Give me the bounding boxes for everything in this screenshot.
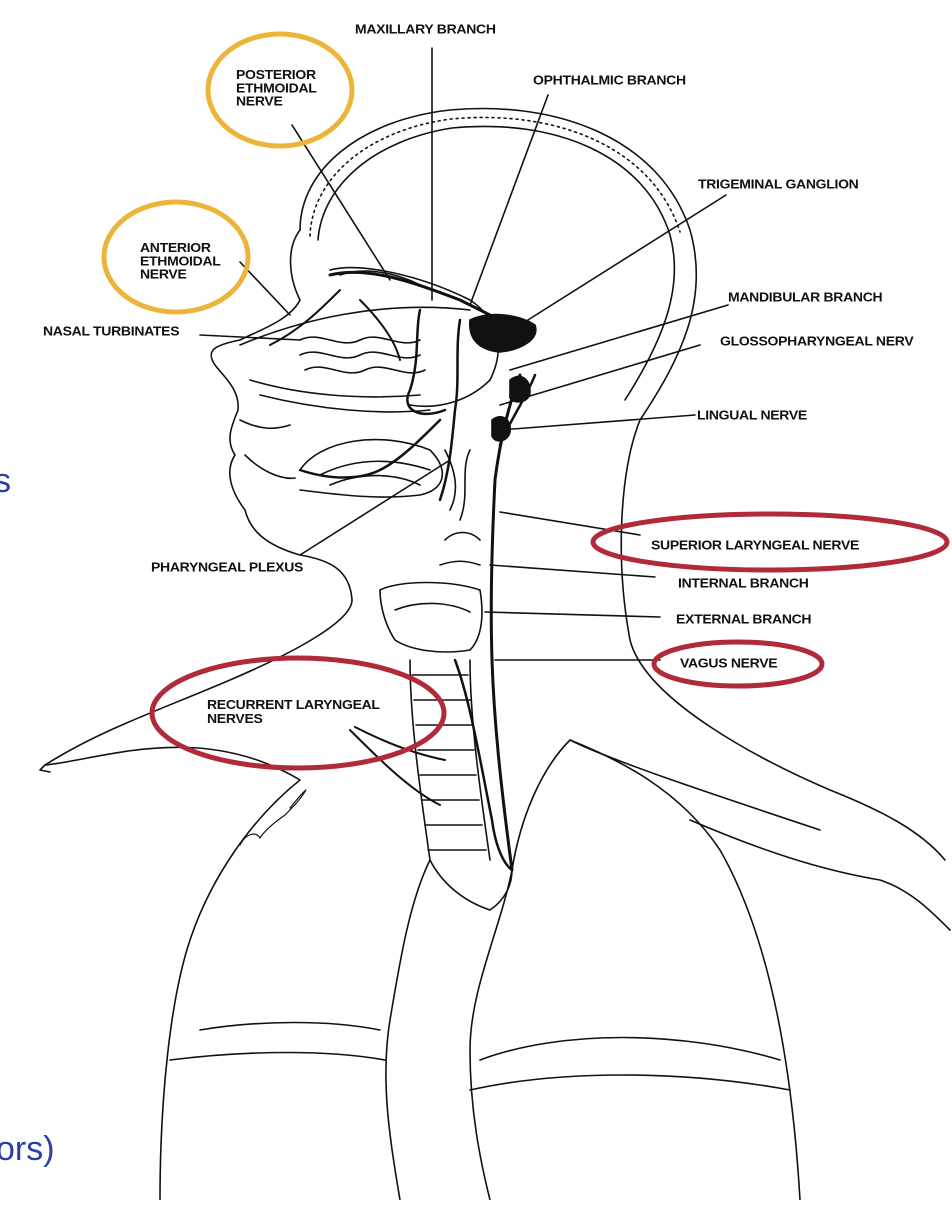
label-trigeminal-ganglion: TRIGEMINAL GANGLION	[698, 176, 859, 192]
label-pharyngeal-plexus: PHARYNGEAL PLEXUS	[151, 559, 304, 575]
highlight-superior-laryngeal	[590, 511, 950, 573]
right-lung	[469, 869, 513, 1201]
label-ophthalmic-branch: OPHTHALMIC BRANCH	[533, 72, 686, 88]
label-external-branch: EXTERNAL BRANCH	[676, 611, 812, 627]
highlight-recurrent-laryngeal	[149, 655, 447, 771]
face-profile	[210, 229, 353, 601]
label-posterior-ethmoidal-nerve: POSTERIOR ETHMOIDAL NERVE	[236, 66, 317, 109]
highlight-anterior-ethmoidal	[101, 199, 251, 315]
label-mandibular-branch: MANDIBULAR BRANCH	[728, 289, 883, 305]
label-anterior-ethmoidal-nerve: ANTERIOR ETHMOIDAL NERVE	[140, 239, 221, 282]
label-recurrent-laryngeal-nerves: RECURRENT LARYNGEAL NERVES	[207, 697, 380, 726]
label-maxillary-branch: MAXILLARY BRANCH	[355, 21, 496, 37]
label-nasal-turbinates: NASAL TURBINATES	[43, 323, 180, 339]
artist-signature	[239, 789, 307, 846]
skull-outline	[299, 107, 946, 861]
label-glossopharyngeal-nerve: GLOSSOPHARYNGEAL NERV	[720, 333, 914, 349]
skull-inner	[317, 125, 676, 401]
slide-text-fragment-bottom: ors)	[0, 1130, 55, 1168]
skull-bone-band	[309, 116, 681, 237]
trachea	[409, 659, 431, 861]
label-lingual-nerve: LINGUAL NERVE	[697, 407, 807, 423]
recurrent-laryngeal-nerve-line	[349, 729, 441, 806]
neck-front	[44, 599, 353, 766]
trigeminal-ganglion	[469, 313, 537, 353]
label-vagus-nerve: VAGUS NERVE	[680, 655, 778, 671]
tongue	[299, 438, 444, 498]
label-superior-laryngeal-nerve: SUPERIOR LARYNGEAL NERVE	[651, 537, 860, 553]
highlight-vagus-nerve	[651, 639, 825, 689]
larynx	[379, 581, 483, 653]
vagus-trunk	[489, 373, 522, 872]
body-outline	[44, 746, 301, 1201]
slide-text-fragment-left: s	[0, 462, 11, 500]
highlight-posterior-ethmoidal	[205, 31, 355, 149]
left-lung	[385, 859, 431, 1201]
label-internal-branch: INTERNAL BRANCH	[678, 575, 809, 591]
